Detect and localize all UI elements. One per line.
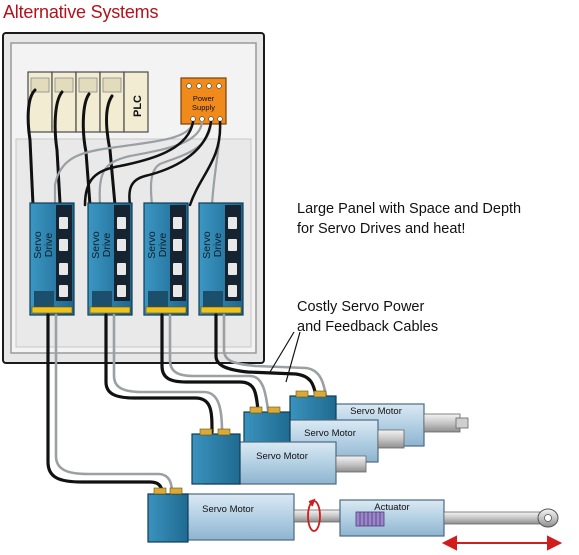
servo-drive-3: Servo Drive — [143, 202, 189, 316]
servo-drive-2: Servo Drive — [87, 202, 133, 316]
servo-drive-1: Servo Drive — [29, 202, 75, 316]
page-title: Alternative Systems — [3, 2, 159, 22]
servo-drive-2-label-2: Drive — [101, 233, 113, 258]
servo-motor-3: Servo Motor — [191, 428, 367, 485]
servo-motor-1-label: Servo Motor — [350, 406, 402, 417]
power-supply: Power Supply — [180, 77, 227, 125]
rotation-arrow-icon — [307, 498, 321, 532]
servo-drive-1-label: Servo — [32, 231, 44, 259]
panel-annotation-line1: Large Panel with Space and Depth — [297, 201, 522, 217]
cable-callout-leaders — [269, 331, 301, 383]
plc-rack: PLC — [27, 71, 149, 133]
linear-motion-arrow-icon — [441, 535, 563, 551]
actuator: Actuator — [339, 499, 559, 537]
servo-motor-3-label: Servo Motor — [256, 451, 308, 462]
cables-annotation-line2: and Feedback Cables — [297, 319, 439, 335]
servo-drive-4-label-2: Drive — [212, 233, 224, 258]
servo-drive-3-label-2: Drive — [157, 233, 169, 258]
servo-motor-4: Servo Motor — [147, 487, 345, 543]
cables-annotation-line1: Costly Servo Power — [297, 299, 425, 315]
servo-drive-2-label: Servo — [90, 231, 102, 259]
servo-motor-2-label: Servo Motor — [304, 428, 356, 439]
actuator-label: Actuator — [374, 502, 409, 513]
servo-drive-4-label: Servo — [201, 231, 213, 259]
power-supply-label-line1: Power — [193, 94, 215, 103]
panel-wiring — [26, 88, 222, 207]
cables-annotation: Costly Servo Power and Feedback Cables — [297, 297, 438, 337]
servo-drive-4: Servo Drive — [198, 202, 244, 316]
plc-label: PLC — [132, 95, 144, 117]
servo-drive-3-label: Servo — [146, 231, 158, 259]
servo-motor-4-label: Servo Motor — [202, 504, 254, 515]
servo-drive-1-label-2: Drive — [43, 233, 55, 258]
panel-annotation-line2: for Servo Drives and heat! — [297, 221, 466, 237]
panel-annotation: Large Panel with Space and Depth for Ser… — [297, 199, 521, 239]
power-supply-label-line2: Supply — [192, 103, 215, 112]
